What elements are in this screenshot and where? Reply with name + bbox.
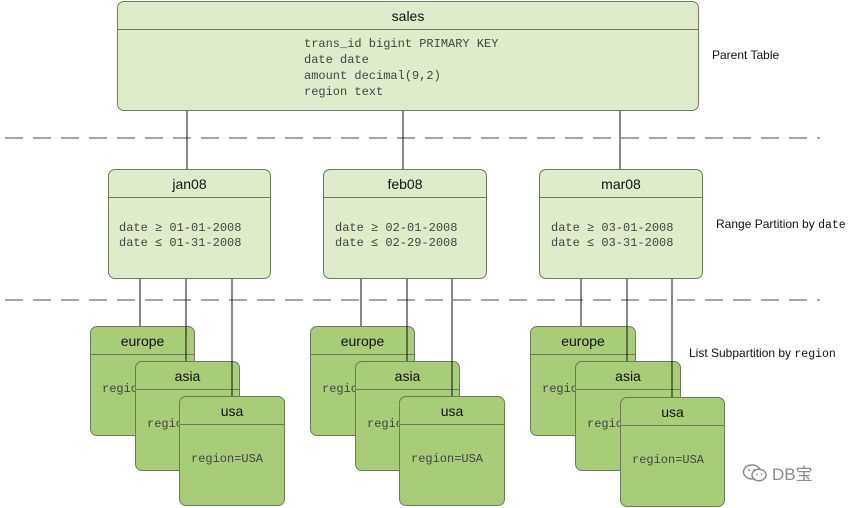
annotation-range-key: date <box>818 219 846 232</box>
subpartition-title: asia <box>136 362 239 390</box>
subpartition-title: europe <box>531 327 635 355</box>
parent-col-1: trans_id bigint PRIMARY KEY <box>304 37 499 51</box>
partition-range-start: date ≥ 03-01-2008 <box>551 221 674 235</box>
wechat-icon <box>742 463 767 482</box>
parent-table-box: sales trans_id bigint PRIMARY KEY date d… <box>117 1 699 111</box>
partition-range-end: date ≤ 01-31-2008 <box>119 236 242 250</box>
subpartition-box-usa: usa region=USA <box>179 396 285 506</box>
watermark: DB宝 <box>742 460 813 485</box>
subpartition-box-usa: usa region=USA <box>399 396 505 506</box>
annotation-list-subpartition: List Subpartition by region <box>689 346 836 361</box>
annotation-list-text: List Subpartition by <box>689 346 795 360</box>
annotation-list-key: region <box>794 348 836 361</box>
annotation-range-text: Range Partition by <box>716 217 819 231</box>
partition-title: jan08 <box>109 170 270 198</box>
subpartition-condition: region=USA <box>411 452 484 466</box>
subpartition-title: usa <box>400 397 504 425</box>
subpartition-condition: region=USA <box>632 453 705 467</box>
subpartition-title: usa <box>621 398 724 426</box>
subpartition-title: asia <box>356 362 459 390</box>
parent-col-2: date date <box>304 53 369 67</box>
subpartition-box-usa: usa region=USA <box>620 397 725 507</box>
partition-range-start: date ≥ 02-01-2008 <box>335 221 458 235</box>
subpartition-title: europe <box>311 327 414 355</box>
subpartition-condition: region=USA <box>191 452 264 466</box>
subpartition-title: usa <box>180 397 284 425</box>
partition-box-jan08: jan08 date ≥ 01-01-2008 date ≤ 01-31-200… <box>108 169 271 279</box>
partition-range-start: date ≥ 01-01-2008 <box>119 221 242 235</box>
annotation-range-partition: Range Partition by date <box>716 217 846 232</box>
annotation-parent-table: Parent Table <box>712 48 780 62</box>
partition-range-end: date ≤ 02-29-2008 <box>335 236 458 250</box>
subpartition-title: europe <box>91 327 194 355</box>
subpartition-title: asia <box>576 362 680 390</box>
watermark-text: DB宝 <box>772 465 813 484</box>
partition-title: feb08 <box>324 170 486 198</box>
partition-box-feb08: feb08 date ≥ 02-01-2008 date ≤ 02-29-200… <box>323 169 487 279</box>
partition-range-end: date ≤ 03-31-2008 <box>551 236 674 250</box>
partition-box-mar08: mar08 date ≥ 03-01-2008 date ≤ 03-31-200… <box>539 169 703 279</box>
parent-table-title: sales <box>118 2 698 30</box>
parent-col-3: amount decimal(9,2) <box>304 69 441 83</box>
partition-title: mar08 <box>540 170 702 198</box>
parent-col-4: region text <box>304 85 384 99</box>
